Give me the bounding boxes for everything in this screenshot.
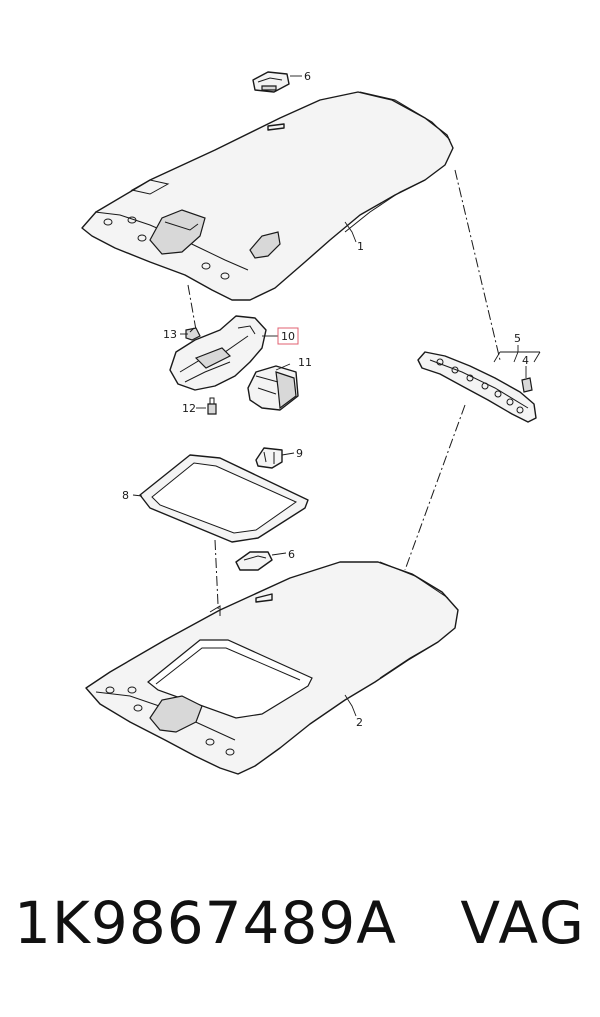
callout-6-lower: 6 <box>288 548 295 561</box>
callout-5: 5 <box>514 332 521 345</box>
parts-diagram: 6 1 13 10 11 12 5 4 9 8 6 2 <box>81 70 541 775</box>
part-9-bracket <box>255 447 283 469</box>
callout-10-highlight-box <box>277 327 299 345</box>
part-5-rail <box>417 351 537 423</box>
callout-2: 2 <box>356 716 363 729</box>
callout-6-top: 6 <box>304 70 311 83</box>
leader-lines <box>132 75 541 717</box>
part-6-clip-lower <box>235 551 273 571</box>
part-2-headliner-sunroof <box>85 561 459 775</box>
part-12-screw <box>207 397 217 415</box>
callout-8: 8 <box>122 489 129 502</box>
part-number: 1K9867489A <box>14 889 397 957</box>
part-6-clip-top <box>252 71 290 93</box>
part-10-console-housing <box>169 315 267 391</box>
brand-label: VAG <box>460 889 586 957</box>
footer: 1K9867489A VAG <box>0 880 600 990</box>
part-1-headliner <box>81 91 454 301</box>
callout-1: 1 <box>357 240 364 253</box>
callout-13: 13 <box>163 328 177 341</box>
part-13-clip <box>185 327 201 341</box>
callout-10: 10 <box>281 330 295 343</box>
callout-12: 12 <box>182 402 196 415</box>
callout-4: 4 <box>522 354 529 367</box>
part-8-sunroof-seal <box>139 454 309 543</box>
part-11-lamp <box>247 365 299 411</box>
callout-9: 9 <box>296 447 303 460</box>
callout-11: 11 <box>298 356 312 369</box>
callouts: 6 1 13 10 11 12 5 4 9 8 6 2 <box>122 70 529 729</box>
part-4-clip <box>521 377 533 393</box>
